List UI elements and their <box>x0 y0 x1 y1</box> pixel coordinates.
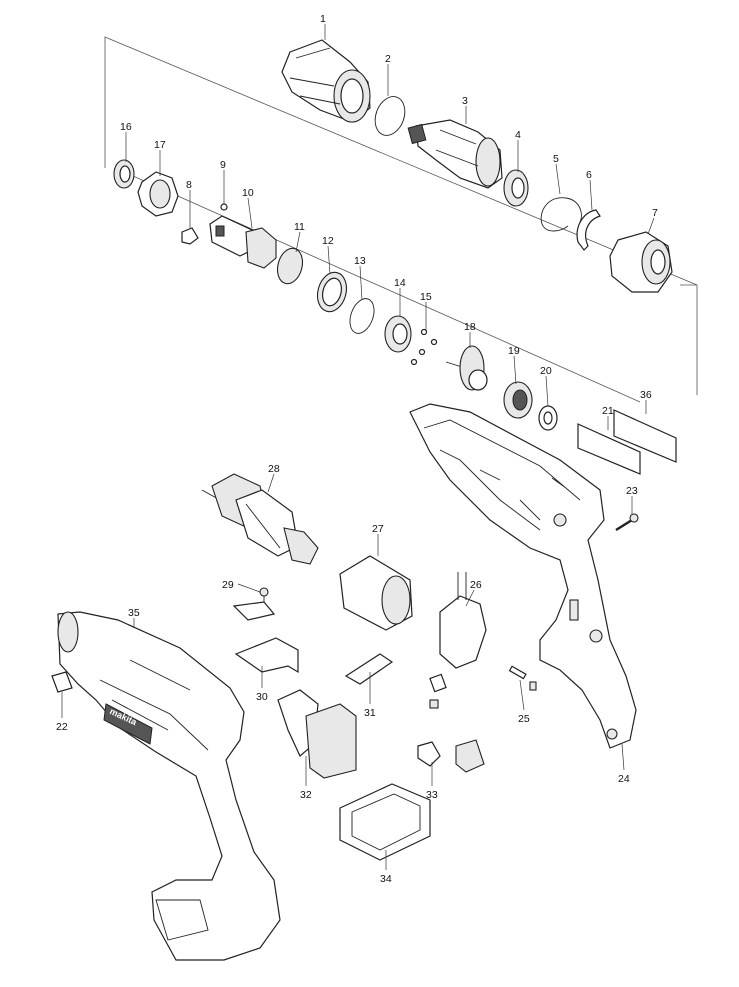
part-25-pin <box>508 665 537 691</box>
leader-lines <box>61 24 655 870</box>
callout-24: 24 <box>618 773 630 785</box>
part-7-front-cap <box>609 231 673 293</box>
part-4-bearing <box>503 169 529 207</box>
callout-16: 16 <box>120 121 132 133</box>
callout-12: 12 <box>322 235 334 247</box>
callout-35: 35 <box>128 607 140 619</box>
part-17-clutch-cam <box>137 171 179 217</box>
callout-1: 1 <box>320 13 326 25</box>
part-24-housing-half <box>409 403 637 749</box>
part-19-ball-bearing <box>503 381 533 419</box>
callout-21: 21 <box>602 405 614 417</box>
part-32-switch <box>277 689 357 779</box>
part-28-armature <box>201 473 319 565</box>
part-31-lever <box>344 653 394 685</box>
callout-3: 3 <box>462 95 468 107</box>
callout-7: 7 <box>652 207 658 219</box>
part-14-gear-carrier <box>384 315 412 353</box>
callout-14: 14 <box>394 277 406 289</box>
callout-4: 4 <box>515 129 521 141</box>
callout-20: 20 <box>540 365 552 377</box>
callout-28: 28 <box>268 463 280 475</box>
part-12-ring-gear <box>316 271 348 313</box>
part-11-ring <box>276 247 304 285</box>
callout-5: 5 <box>553 153 559 165</box>
callout-31: 31 <box>364 707 376 719</box>
part-20-flat-washer <box>538 405 558 431</box>
callout-2: 2 <box>385 53 391 65</box>
part-9-steel-ball <box>220 203 228 211</box>
assembly-frame <box>104 36 698 403</box>
callout-18: 18 <box>464 321 476 333</box>
callout-32: 32 <box>300 789 312 801</box>
part-27-motor-housing <box>339 555 413 631</box>
part-35-housing-assembly: makita <box>57 611 281 961</box>
part-5-retaining-ring <box>540 197 582 232</box>
callout-8: 8 <box>186 179 192 191</box>
callout-27: 27 <box>372 523 384 535</box>
part-2-o-ring <box>374 96 406 136</box>
callout-11: 11 <box>294 221 305 233</box>
callout-13: 13 <box>354 255 366 267</box>
callout-labels: 1 2 3 4 5 6 7 8 9 10 11 12 13 14 15 16 1… <box>56 13 658 885</box>
part-22-cap <box>51 671 73 693</box>
part-3-spindle-housing <box>407 119 503 189</box>
callout-34: 34 <box>380 873 392 885</box>
callout-25: 25 <box>518 713 530 725</box>
callout-26: 26 <box>470 579 482 591</box>
part-13-o-ring <box>349 298 375 334</box>
part-16-washer <box>113 159 135 189</box>
part-23-screw <box>615 513 639 532</box>
callout-6: 6 <box>586 169 592 181</box>
part-33-connector <box>417 739 485 773</box>
callout-33: 33 <box>426 789 438 801</box>
callout-30: 30 <box>256 691 268 703</box>
callout-9: 9 <box>220 159 226 171</box>
part-30-bracket <box>232 601 299 674</box>
callout-29: 29 <box>222 579 234 591</box>
callout-15: 15 <box>420 291 432 303</box>
part-34-terminal-housing <box>339 783 431 861</box>
part-10-spindle <box>209 215 277 269</box>
part-18-drive-gear <box>445 345 488 391</box>
callout-19: 19 <box>508 345 520 357</box>
callout-10: 10 <box>242 187 254 199</box>
part-15-steel-balls <box>410 328 438 366</box>
part-6-clip <box>576 209 601 251</box>
callout-17: 17 <box>154 139 166 151</box>
part-21-label <box>577 423 641 475</box>
part-1-front-sleeve <box>281 39 371 123</box>
part-8-stopper <box>181 227 199 245</box>
part-36-label <box>613 409 677 463</box>
callout-22: 22 <box>56 721 68 733</box>
part-26-controller <box>429 572 487 709</box>
callout-36: 36 <box>640 389 652 401</box>
callout-23: 23 <box>626 485 638 497</box>
